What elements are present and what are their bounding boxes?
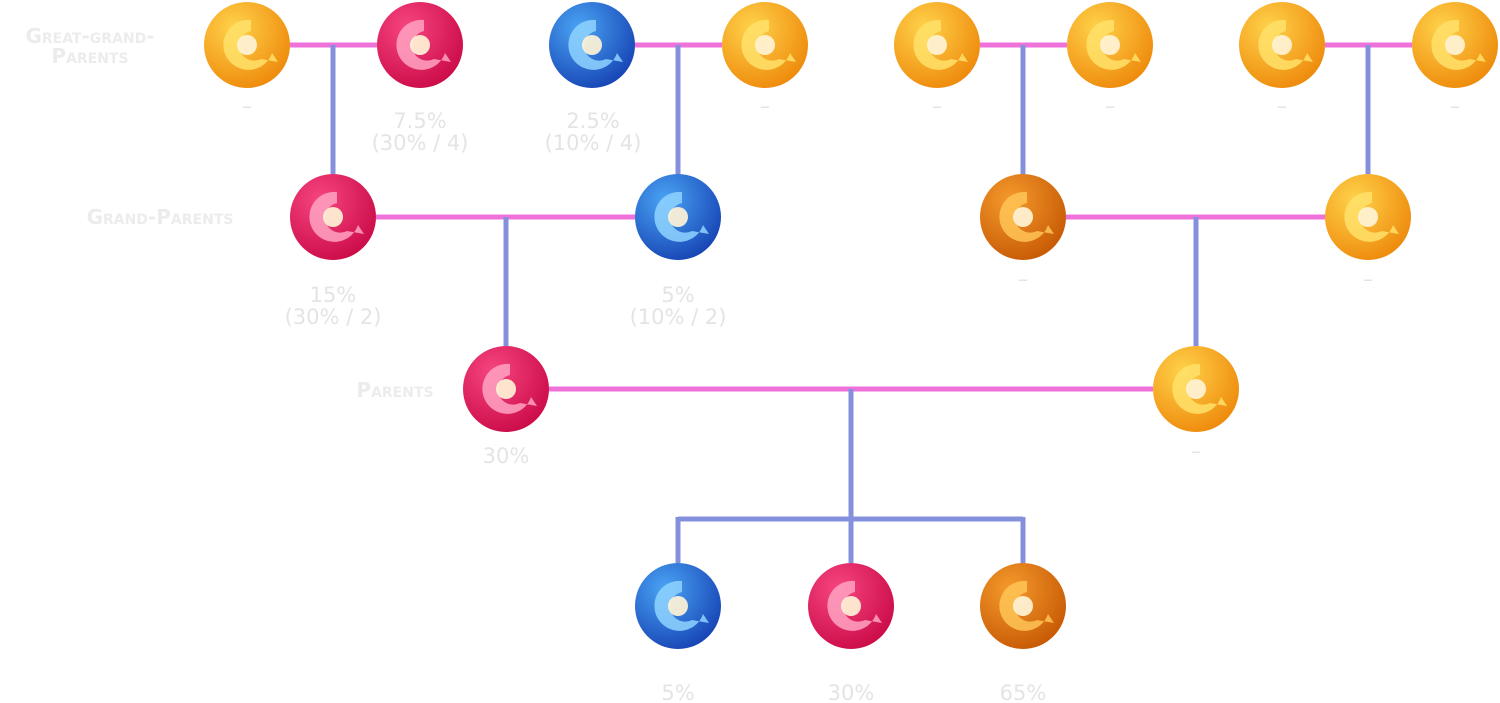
node-core: [755, 35, 775, 55]
node-ggp-8: [1412, 2, 1498, 88]
node-core: [1186, 379, 1206, 399]
node-core: [1100, 35, 1120, 55]
label-parent-2: –: [1190, 439, 1202, 463]
label-gp-3: –: [1017, 267, 1029, 291]
node-core: [1013, 596, 1033, 616]
label-grand-parents: Grand-Parents: [86, 205, 234, 229]
node-parent-2: [1153, 346, 1239, 432]
node-ggp-1: [204, 2, 290, 88]
label-ggp-1: –: [241, 94, 253, 118]
node-gp-2: [635, 174, 721, 260]
node-child-3: [980, 563, 1066, 649]
node-core: [668, 207, 688, 227]
label-ggp-6: –: [1104, 94, 1116, 118]
swirl-icon: [999, 191, 1054, 242]
node-core: [841, 596, 861, 616]
node-core: [237, 35, 257, 55]
label-child-2: 30%: [827, 681, 875, 703]
swirl-icon: [913, 19, 968, 70]
node-child-1: [635, 563, 721, 649]
node-core: [496, 379, 516, 399]
swirl-icon: [654, 191, 709, 242]
node-ggp-2: [377, 2, 463, 88]
node-ggp-6: [1067, 2, 1153, 88]
swirl-icon: [1172, 363, 1227, 414]
node-core: [668, 596, 688, 616]
node-core: [1272, 35, 1292, 55]
node-core: [1358, 207, 1378, 227]
label-ggp-2: 7.5% (30% / 4): [371, 109, 469, 155]
swirl-icon: [223, 19, 278, 70]
label-ggp-5: –: [931, 94, 943, 118]
swirl-icon: [827, 580, 882, 631]
label-gp-4: –: [1362, 267, 1374, 291]
label-child-1: 5%: [661, 681, 695, 703]
node-ggp-7: [1239, 2, 1325, 88]
node-ggp-4: [722, 2, 808, 88]
node-ggp-3: [549, 2, 635, 88]
swirl-icon: [309, 191, 364, 242]
node-child-2: [808, 563, 894, 649]
label-ggp-7: –: [1276, 94, 1288, 118]
label-ggp-3: 2.5% (10% / 4): [544, 109, 642, 155]
swirl-icon: [1258, 19, 1313, 70]
swirl-icon: [568, 19, 623, 70]
label-gp-2: 5% (10% / 2): [629, 283, 727, 329]
swirl-icon: [1344, 191, 1399, 242]
label-parents: Parents: [356, 378, 434, 402]
swirl-icon: [999, 580, 1054, 631]
node-gp-3: [980, 174, 1066, 260]
label-parent-1: 30%: [482, 444, 530, 468]
label-gp-1: 15% (30% / 2): [284, 283, 382, 329]
node-gp-1: [290, 174, 376, 260]
swirl-icon: [482, 363, 537, 414]
swirl-icon: [396, 19, 451, 70]
label-ggp-4: –: [759, 94, 771, 118]
label-great-grand-parents: Great-grand- Parents: [25, 24, 155, 68]
label-child-3: 65%: [999, 681, 1047, 703]
swirl-icon: [654, 580, 709, 631]
swirl-icon: [1431, 19, 1486, 70]
node-gp-4: [1325, 174, 1411, 260]
swirl-icon: [741, 19, 796, 70]
node-core: [927, 35, 947, 55]
node-core: [1445, 35, 1465, 55]
swirl-icon: [1086, 19, 1141, 70]
node-parent-1: [463, 346, 549, 432]
node-core: [323, 207, 343, 227]
node-core: [582, 35, 602, 55]
node-core: [1013, 207, 1033, 227]
node-ggp-5: [894, 2, 980, 88]
node-core: [410, 35, 430, 55]
label-ggp-8: –: [1449, 94, 1461, 118]
